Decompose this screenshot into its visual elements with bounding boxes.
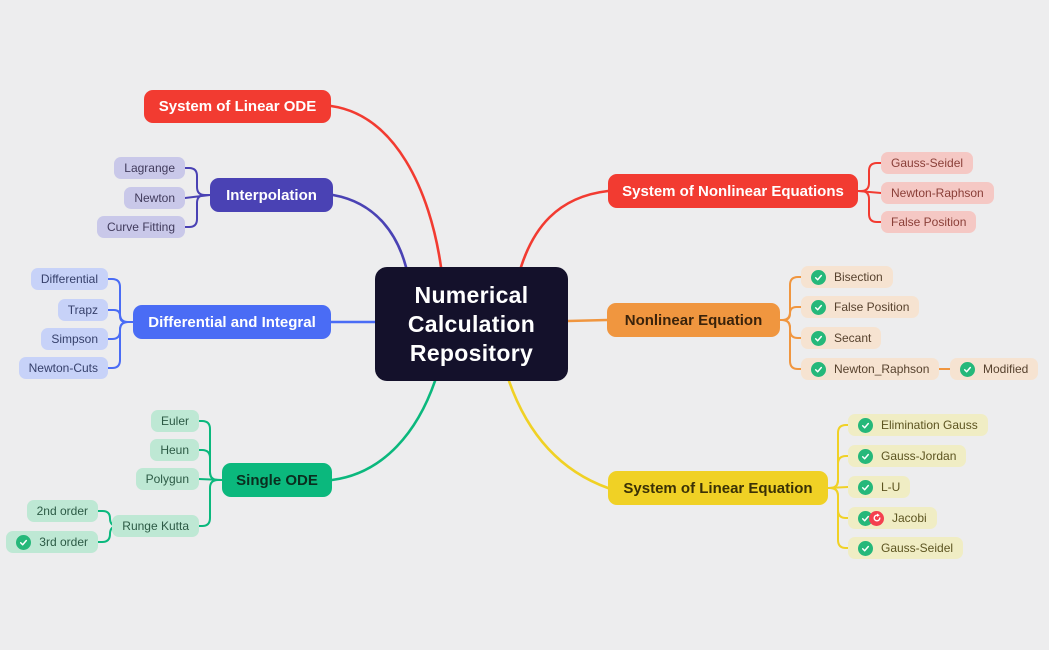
node-label: Newton-Cuts <box>28 361 98 375</box>
node-polygun[interactable]: Polygun <box>135 468 199 490</box>
node-label: Secant <box>834 331 872 345</box>
branch-interpolation[interactable]: Interpolation <box>210 178 333 212</box>
retry-icon <box>869 510 884 526</box>
edge-curve-fitting <box>184 194 211 228</box>
check-icon <box>858 448 873 464</box>
node-trapz[interactable]: Trapz <box>57 299 108 321</box>
node-newton-cuts[interactable]: Newton-Cuts <box>18 357 108 379</box>
node-label: 2nd order <box>36 504 88 518</box>
node-label: False Position <box>834 300 910 314</box>
node-sne-gauss-seidel[interactable]: Gauss-Seidel <box>881 152 974 174</box>
node-label: Heun <box>160 443 189 457</box>
node-label: 3rd order <box>39 535 88 549</box>
edge-interpolation <box>331 193 408 269</box>
check-icon <box>960 361 975 377</box>
node-label: Trapz <box>67 303 98 317</box>
node-heun[interactable]: Heun <box>150 439 199 461</box>
node-label: False Position <box>891 215 967 229</box>
edge-sle-gauss-jordan <box>827 455 849 489</box>
node-label: Runge Kutta <box>122 519 189 533</box>
edge-single-ode <box>330 379 437 482</box>
edge-sle-gauss-seidel <box>827 487 849 549</box>
branch-label: Differential and Integral <box>148 313 316 331</box>
node-jacobi[interactable]: Jacobi <box>848 507 937 529</box>
edge-newton-cuts <box>107 321 134 369</box>
node-label: Gauss-Seidel <box>881 541 954 555</box>
edge-lagrange <box>184 167 211 196</box>
branch-single-ode[interactable]: Single ODE <box>222 463 332 497</box>
branch-label: Single ODE <box>236 471 318 489</box>
node-modified[interactable]: Modified <box>950 358 1039 380</box>
node-differential[interactable]: Differential <box>30 268 108 290</box>
edge-system-of-linear-ode <box>329 104 443 269</box>
branch-label: System of Linear Equation <box>623 479 813 497</box>
node-newton-raphson-u[interactable]: Newton_Raphson <box>801 358 940 380</box>
node-label: Jacobi <box>892 511 927 525</box>
node-label: Newton_Raphson <box>834 362 930 376</box>
node-euler[interactable]: Euler <box>150 410 199 432</box>
node-label: Newton <box>134 191 175 205</box>
branch-system-of-linear-equation[interactable]: System of Linear Equation <box>608 471 828 505</box>
node-label: Differential <box>40 272 98 286</box>
central-topic-line: Numerical <box>414 281 529 308</box>
node-label: Gauss-Jordan <box>881 449 957 463</box>
edge-sne-false-position <box>857 190 882 223</box>
node-label: Gauss-Seidel <box>891 156 964 170</box>
node-elimination-gauss[interactable]: Elimination Gauss <box>848 414 988 436</box>
edge-heun <box>198 449 223 481</box>
check-icon <box>811 361 826 377</box>
check-icon <box>858 540 873 556</box>
node-label: L-U <box>881 480 901 494</box>
check-icon <box>858 417 873 433</box>
check-icon <box>811 299 826 315</box>
node-label: Curve Fitting <box>106 220 175 234</box>
central-topic-line: Calculation <box>407 310 536 337</box>
node-label: Simpson <box>51 332 98 346</box>
node-runge-kutta[interactable]: Runge Kutta <box>112 515 199 537</box>
check-icon <box>858 479 873 495</box>
branch-label: System of Nonlinear Equations <box>622 182 844 200</box>
edge-sne-gauss-seidel <box>857 162 882 192</box>
edge-system-of-linear-equation <box>507 379 610 490</box>
edge-ne-false-position <box>779 306 802 321</box>
node-secant[interactable]: Secant <box>801 327 882 349</box>
node-label: Polygun <box>145 472 189 486</box>
node-curve-fitting[interactable]: Curve Fitting <box>96 216 185 238</box>
edge-nonlinear-equation <box>566 318 609 323</box>
node-label: Bisection <box>834 270 883 284</box>
branch-label: Nonlinear Equation <box>624 311 763 329</box>
node-label: Lagrange <box>124 161 175 175</box>
branch-system-of-linear-ode[interactable]: System of Linear ODE <box>144 90 331 123</box>
node-bisection[interactable]: Bisection <box>801 266 893 288</box>
edge-newton-raphson-u <box>779 319 802 370</box>
edge-runge-kutta <box>198 479 223 527</box>
central-topic-line: Repository <box>409 339 534 366</box>
node-label: Elimination Gauss <box>881 418 978 432</box>
node-sle-gauss-jordan[interactable]: Gauss-Jordan <box>848 445 967 467</box>
node-l-u[interactable]: L-U <box>848 476 911 498</box>
check-icon <box>811 330 826 346</box>
node-2nd-order[interactable]: 2nd order <box>26 500 98 522</box>
check-icon <box>16 534 32 550</box>
central-topic[interactable]: Numerical Calculation Repository <box>375 267 568 381</box>
node-lagrange[interactable]: Lagrange <box>114 157 185 179</box>
node-3rd-order[interactable]: 3rd order <box>6 531 98 553</box>
node-sle-gauss-seidel[interactable]: Gauss-Seidel <box>848 537 964 559</box>
node-label: Euler <box>160 414 189 428</box>
node-label: Modified <box>983 362 1029 376</box>
branch-nonlinear-equation[interactable]: Nonlinear Equation <box>607 303 780 337</box>
branch-label: System of Linear ODE <box>158 98 317 115</box>
edge-system-of-nonlinear-equations <box>519 189 610 269</box>
branch-label: Interpolation <box>226 186 317 204</box>
branch-differential-and-integral[interactable]: Differential and Integral <box>133 305 331 339</box>
node-label: Newton-Raphson <box>891 186 984 200</box>
check-icon <box>811 269 826 285</box>
node-ne-false-position[interactable]: False Position <box>801 296 920 318</box>
node-sne-newton-raphson[interactable]: Newton-Raphson <box>881 182 994 204</box>
node-sne-false-position[interactable]: False Position <box>881 211 977 233</box>
node-newton[interactable]: Newton <box>124 187 185 209</box>
node-simpson[interactable]: Simpson <box>41 328 108 350</box>
branch-system-of-nonlinear-equations[interactable]: System of Nonlinear Equations <box>608 174 858 208</box>
